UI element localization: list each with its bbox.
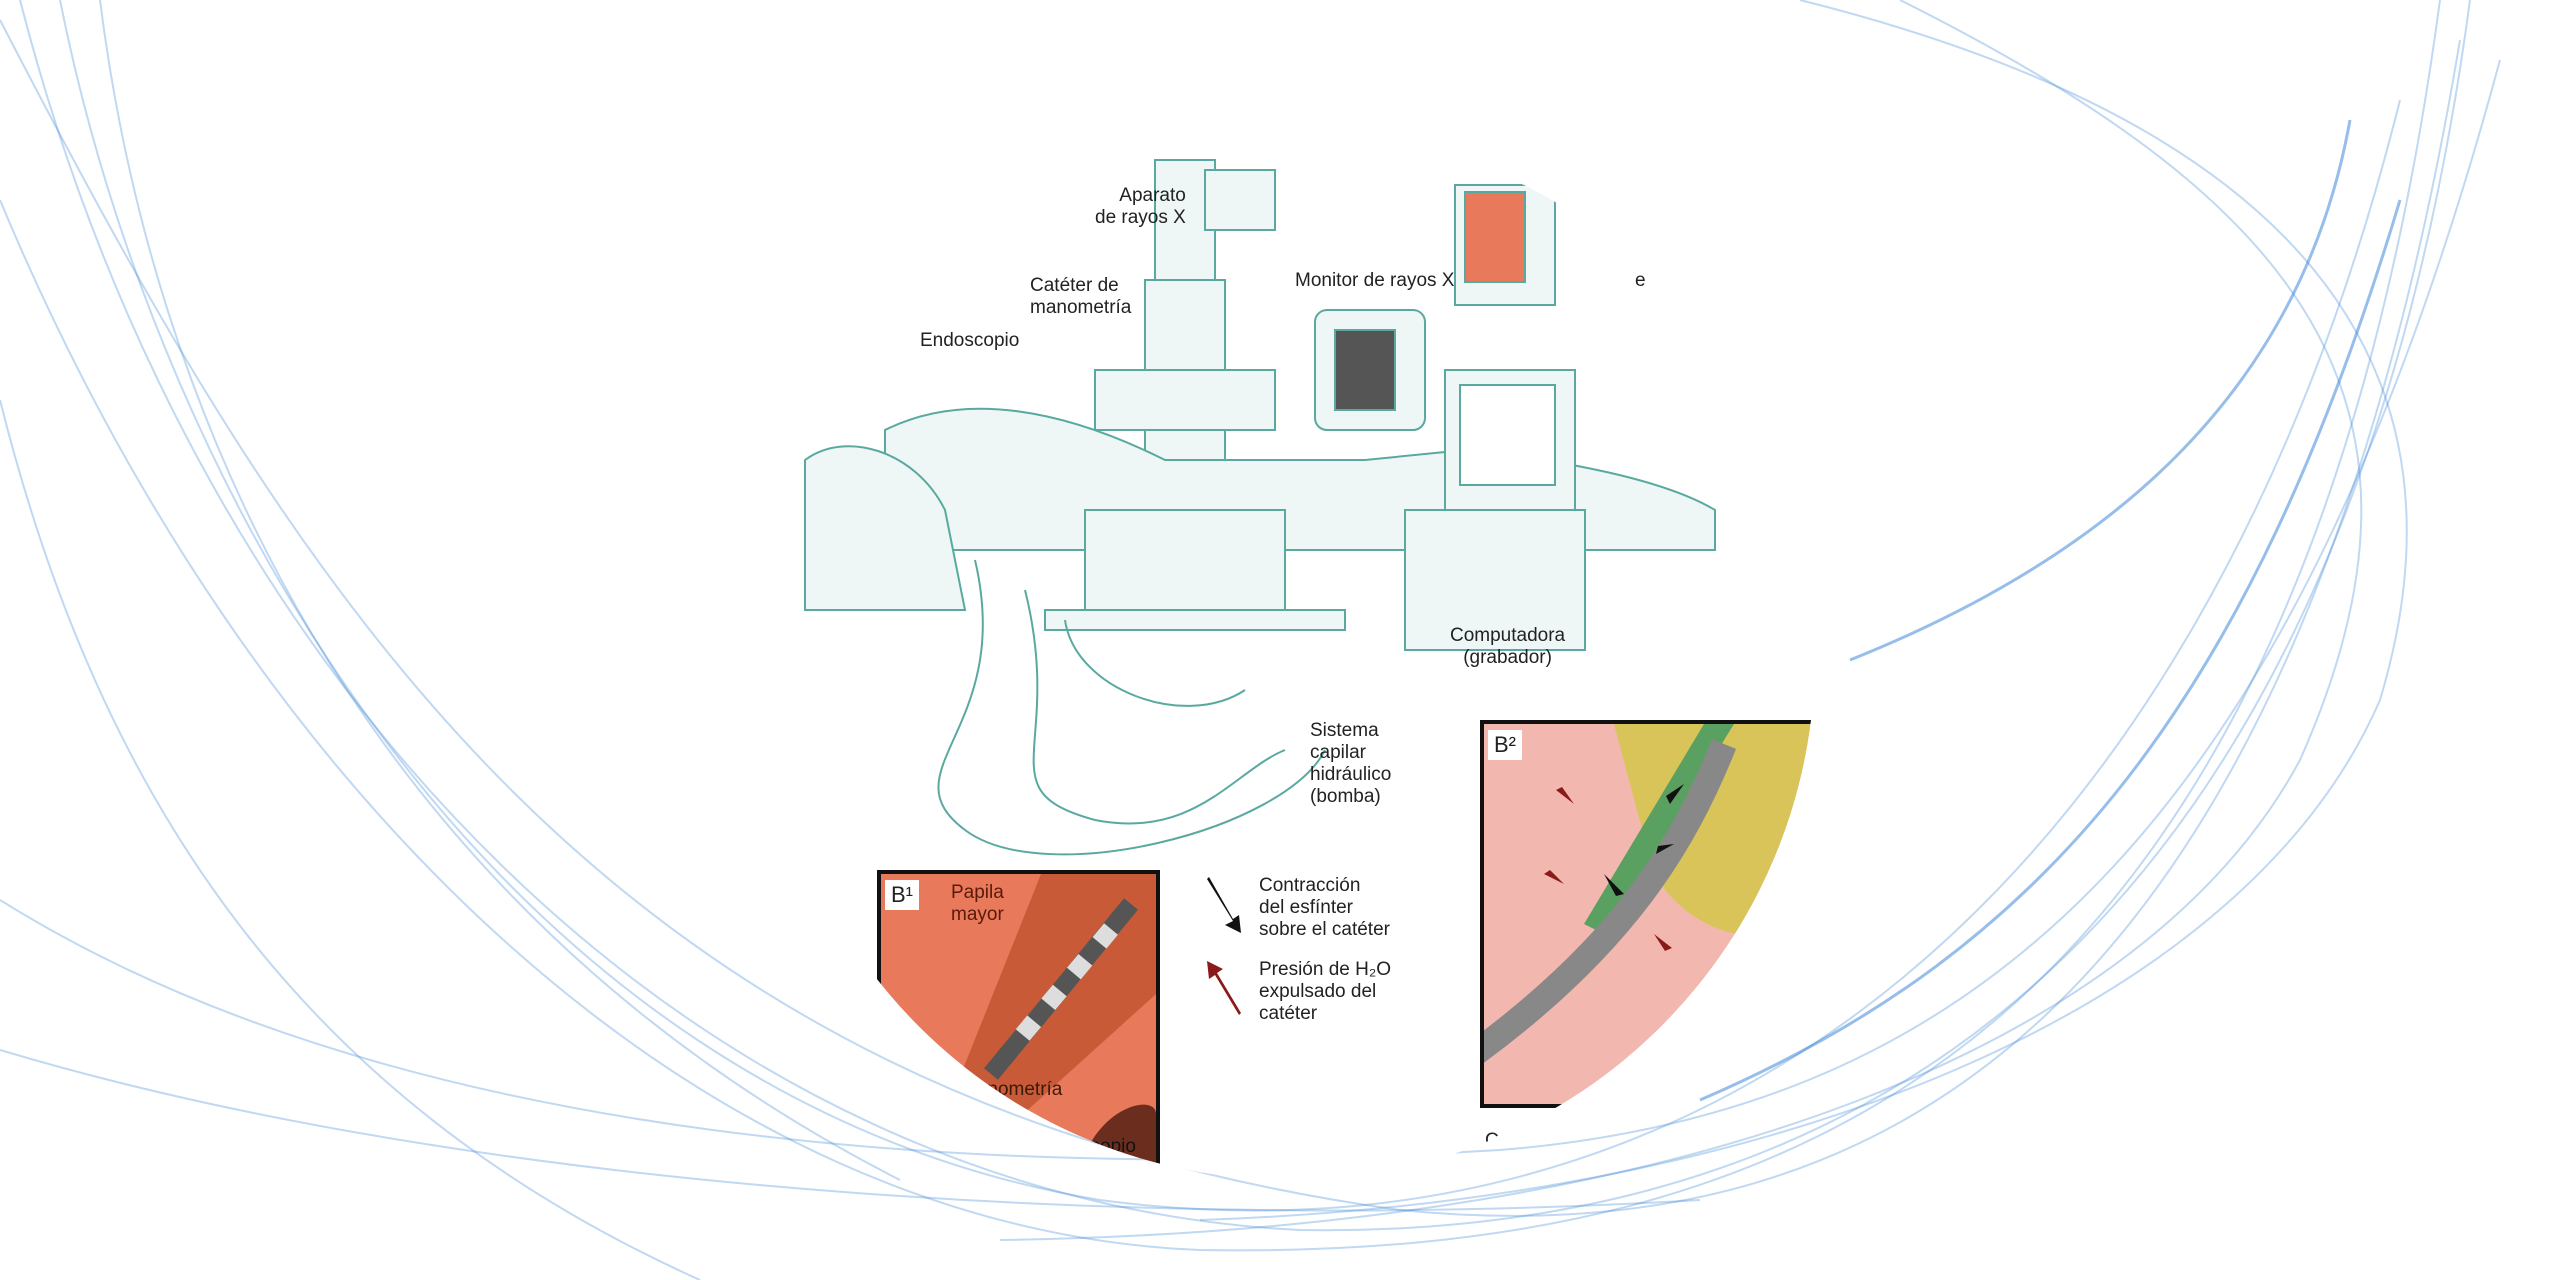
legend-line: sobre el catéter <box>1259 919 1390 940</box>
label-line: ma <box>1485 1152 1512 1173</box>
legend-line: catéter <box>1259 1003 1318 1024</box>
black-arrow-icon <box>1207 877 1241 933</box>
label-line: hidráulico <box>1310 764 1392 785</box>
label-line: Catéter de <box>1030 275 1119 296</box>
label-line: (grabador) <box>1463 647 1552 668</box>
label-line: capilar <box>1310 742 1366 763</box>
label-line: Sistema <box>1310 720 1379 741</box>
label-line: Catéter <box>1485 1130 1548 1151</box>
label-line: (bomba) <box>1310 786 1381 807</box>
panel-b2-tag: B² <box>1488 730 1522 760</box>
label-line: Computadora <box>1450 625 1566 646</box>
red-arrow-icon <box>1207 961 1241 1015</box>
panel-b2: B² <box>1480 720 1814 1108</box>
label-computer: Computadora(grabador) <box>1450 625 1565 669</box>
label-line: Aparato <box>1119 185 1186 206</box>
legend-line: Presión de H₂O <box>1259 959 1391 980</box>
label-endoscope: Endoscopio <box>920 330 1020 351</box>
label-b1-catheter: manometría <box>961 1079 1063 1100</box>
legend-line: del esfínter <box>1259 897 1353 918</box>
label-b1-endoscope: scopio <box>1081 1136 1136 1157</box>
papilla-scope-drawing <box>961 874 1156 1164</box>
label-partial: e <box>1635 270 1646 291</box>
label-line: de rayos X <box>1095 207 1186 228</box>
label-line: mayor <box>951 904 1004 925</box>
panel-b1-tag: B¹ <box>885 880 919 910</box>
legend-line: expulsado del <box>1259 981 1377 1002</box>
label-line: Papila <box>951 882 1004 903</box>
equipment-drawing <box>804 159 1716 856</box>
label-xray-monitor: Monitor de rayos X <box>1295 270 1455 291</box>
legend-line: Contracción <box>1259 875 1361 896</box>
sphincter-catheter-drawing <box>1484 724 1814 1063</box>
label-line: manometría <box>1030 297 1132 318</box>
